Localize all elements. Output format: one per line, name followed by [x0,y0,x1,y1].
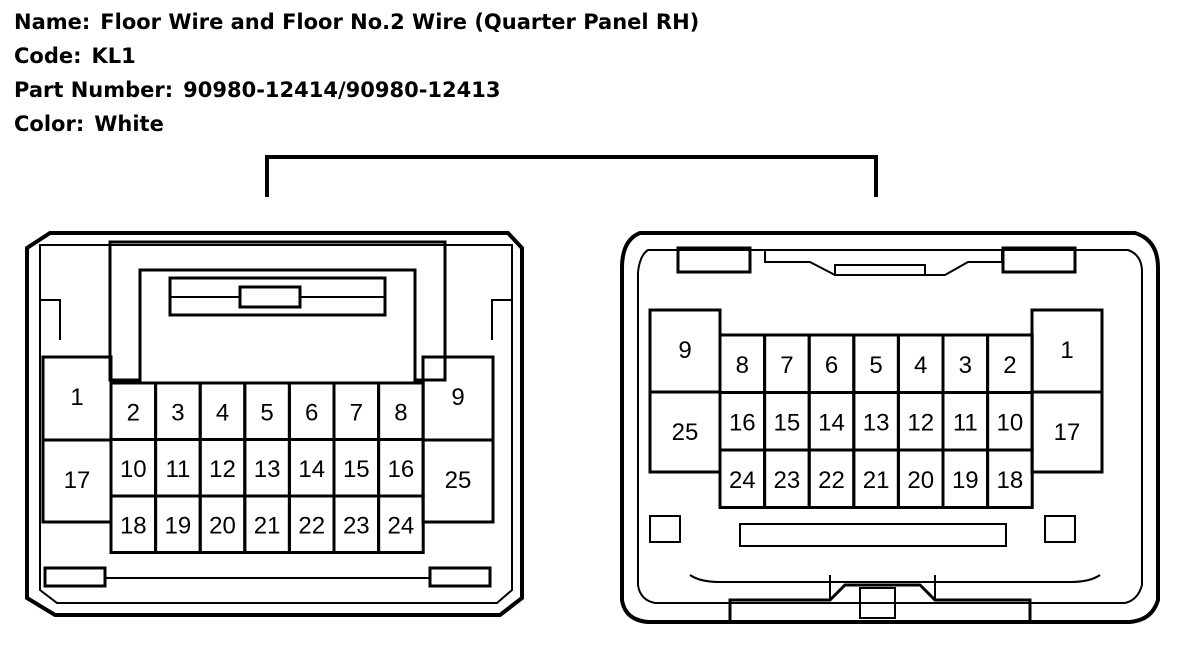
right-pin-label: 21 [863,467,890,494]
left-pin-label: 3 [171,399,184,426]
left-pin-label: 13 [254,456,281,483]
left-pin-label: 17 [64,467,91,494]
left-housing-outline [25,231,524,617]
left-pin-label: 18 [120,512,147,539]
right-pin-label: 22 [818,467,845,494]
left-latch-frame [108,240,447,382]
right-top-slot-right [1001,246,1077,274]
right-pin-label: 17 [1054,419,1081,446]
left-pin-label: 9 [451,384,464,411]
right-pin-label: 18 [997,467,1024,494]
left-latch-inner [168,276,387,317]
right-pin-label: 20 [907,467,934,494]
part-number-label: Part Number: [14,78,174,102]
right-pin-label: 5 [869,352,882,379]
right-pin-label: 16 [729,409,756,436]
name-value: Floor Wire and Floor No.2 Wire (Quarter … [100,10,700,34]
right-housing-inner [637,249,1143,604]
right-pin-label: 1 [1060,337,1073,364]
right-bottom-lock [728,583,1032,622]
left-pin-label: 11 [165,456,190,483]
left-pin-label: 19 [165,512,192,539]
left-pin-label: 14 [298,456,325,483]
left-housing-inner [39,244,513,604]
right-bottom-slot [739,523,1007,547]
part-number-row: Part Number: 90980-12414/90980-12413 [14,78,500,102]
right-pin-label: 2 [1003,352,1016,379]
left-bottom-slot-left [43,566,107,588]
right-pin-label: 14 [818,409,845,436]
code-value: KL1 [91,44,136,68]
left-lock-tab [238,285,302,309]
left-pin-label: 8 [394,399,407,426]
pair-bracket [265,155,878,197]
color-value: White [94,112,164,136]
right-pin-label: 23 [774,467,801,494]
right-housing-outline [620,231,1160,624]
left-pin-label: 5 [260,399,273,426]
right-cavity-grid: 8 7 6 5 4 3 2 16 15 14 13 12 11 10 24 23 22 21 20 19 18 [718,333,1034,509]
right-pin-label: 12 [907,409,934,436]
right-pin-label: 24 [729,467,756,494]
left-pin-label: 23 [343,512,370,539]
right-pin-label: 15 [774,409,801,436]
left-pin-label: 12 [209,456,236,483]
right-pin-label: 4 [914,352,927,379]
right-pin-label: 3 [959,352,972,379]
left-pin-label: 16 [388,456,415,483]
left-pin-label: 2 [127,399,140,426]
right-cavity [986,448,1034,509]
right-pin-label: 9 [678,337,691,364]
left-bottom-slot-right [428,566,492,588]
left-pin-label: 10 [120,456,147,483]
right-pin-label: 11 [953,409,978,436]
name-row: Name: Floor Wire and Floor No.2 Wire (Qua… [14,10,699,34]
left-pin-label: 25 [445,467,472,494]
left-pin-label: 4 [216,399,229,426]
color-label: Color: [14,112,85,136]
left-pin-label: 22 [298,512,325,539]
right-top-slot-left [676,246,752,274]
part-number-value: 90980-12414/90980-12413 [183,78,501,102]
left-pin-label: 7 [350,399,363,426]
left-pin-label: 1 [70,384,83,411]
color-row: Color: White [14,112,164,136]
left-pin-label: 6 [305,399,318,426]
left-pin-label: 21 [254,512,281,539]
left-pin-label: 24 [388,512,415,539]
left-pin-label: 15 [343,456,370,483]
left-pin-label: 20 [209,512,236,539]
code-row: Code: KL1 [14,44,136,68]
left-cavity [377,494,425,554]
code-label: Code: [14,44,82,68]
right-pin-label: 10 [997,409,1024,436]
right-pin-label: 19 [952,467,979,494]
right-pin-label: 25 [672,419,699,446]
name-label: Name: [14,10,91,34]
right-pin-label: 8 [736,352,749,379]
right-pin-label: 6 [825,352,838,379]
right-pin-label: 13 [863,409,890,436]
right-pin-label: 7 [780,352,793,379]
